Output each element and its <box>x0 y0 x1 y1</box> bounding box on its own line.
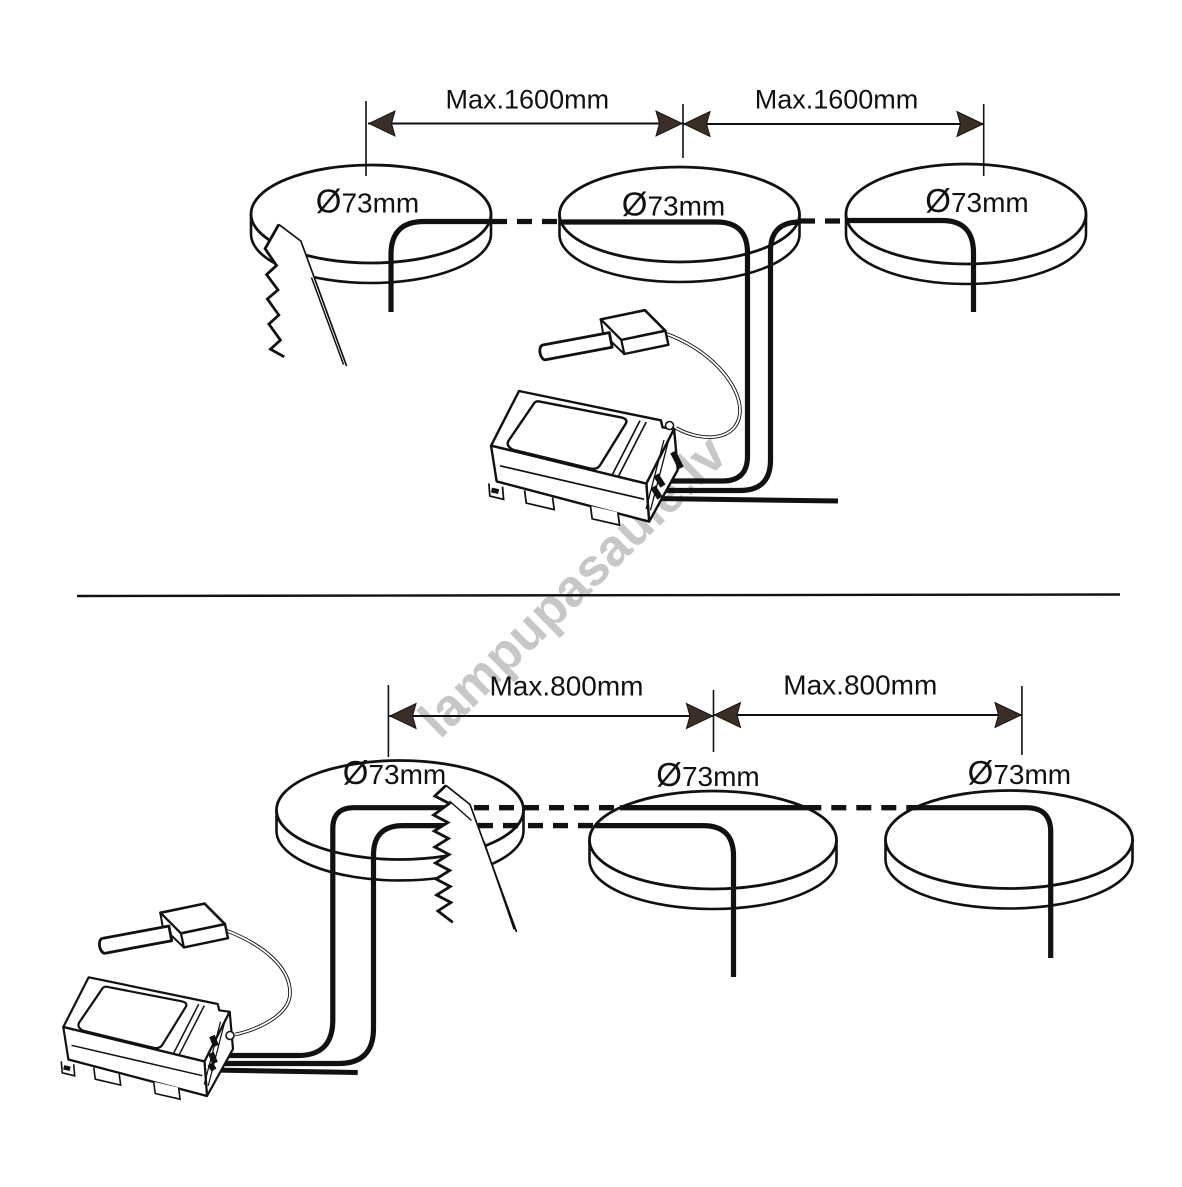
svg-text:Max.800mm: Max.800mm <box>489 671 643 702</box>
svg-text:Max.1600mm: Max.1600mm <box>446 85 610 115</box>
svg-text:Ø73mm: Ø73mm <box>656 756 759 793</box>
svg-text:Ø73mm: Ø73mm <box>925 182 1028 219</box>
svg-text:Ø73mm: Ø73mm <box>343 754 446 791</box>
svg-text:Ø73mm: Ø73mm <box>316 183 419 220</box>
svg-text:Max.800mm: Max.800mm <box>783 670 937 701</box>
svg-text:Ø73mm: Ø73mm <box>968 754 1071 791</box>
svg-text:Max.1600mm: Max.1600mm <box>755 85 919 115</box>
svg-text:Ø73mm: Ø73mm <box>622 186 725 223</box>
